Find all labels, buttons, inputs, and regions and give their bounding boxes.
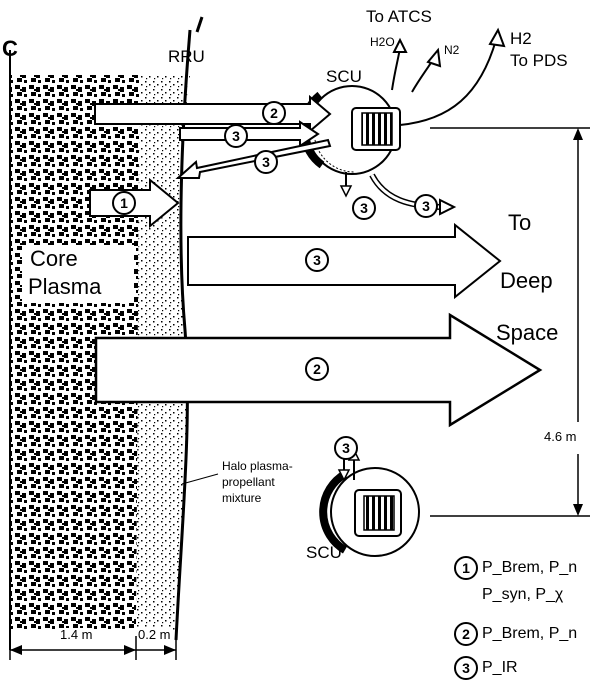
scu-down-arrowhead	[339, 185, 353, 198]
h2-arrowhead	[488, 27, 506, 48]
to-label: To	[508, 210, 532, 235]
dim-46-arrow-top	[573, 128, 583, 140]
legend-num-3: 3	[454, 656, 478, 680]
legend-item-1: 1 P_Brem, P_n	[454, 556, 577, 580]
dim-14-label: 1.4 m	[60, 627, 93, 642]
h2-label: H2	[510, 29, 532, 48]
halo-label-line2: propellant	[222, 475, 275, 489]
distance-46-label: 4.6 m	[544, 429, 577, 444]
dim-arrow-right	[164, 645, 176, 655]
to-atcs-label: To ATCS	[366, 7, 432, 26]
core-plasma-label-bg	[22, 245, 134, 303]
legend-text-3: P_IR	[482, 659, 518, 676]
halo-leader	[181, 473, 219, 485]
legend-text-2: P_Brem, P_n	[482, 625, 578, 642]
legend-item-1b: P_syn, P_χ	[482, 586, 563, 604]
legend-text-1a: P_Brem, P_n	[482, 559, 578, 576]
h2-pipe	[399, 39, 497, 126]
scu-bottom-down-arrowhead	[337, 469, 351, 482]
dim-arrow-left	[10, 645, 22, 655]
marker-3-bottom: 3	[334, 436, 358, 460]
deep-label: Deep	[500, 268, 553, 293]
to-pds-label: To PDS	[510, 51, 568, 70]
scu-top-label: SCU	[326, 67, 362, 86]
rru-tick	[195, 16, 204, 33]
halo-label-line3: mixture	[222, 491, 262, 505]
core-label-line1: Core	[30, 246, 78, 271]
marker-2-deep: 2	[305, 357, 329, 381]
scu-bottom-label: SCU	[306, 543, 342, 562]
n2-arrowhead	[426, 47, 442, 68]
marker-2-top: 2	[262, 101, 286, 125]
marker-3-out: 3	[254, 150, 278, 174]
dim-arrow-mid	[124, 645, 136, 655]
legend-num-2: 2	[454, 622, 478, 646]
dim-02-label: 0.2 m	[138, 627, 171, 642]
legend-text-1b: P_syn, P_χ	[482, 586, 564, 603]
marker-3-scu-down: 3	[352, 196, 376, 220]
arrow-3-in	[179, 120, 320, 148]
dim-46-arrow-bottom	[573, 504, 583, 516]
marker-3-in: 3	[224, 124, 248, 148]
halo-label-line1: Halo plasma-	[222, 459, 293, 473]
marker-3-deep: 3	[305, 248, 329, 272]
rru-label: RRU	[168, 47, 205, 66]
marker-1: 1	[112, 191, 136, 215]
scu-top	[299, 85, 401, 175]
h2o-pipe	[391, 47, 401, 91]
scu-bottom	[319, 467, 420, 557]
core-label-line2: Plasma	[28, 274, 102, 299]
legend-num-1: 1	[454, 556, 478, 580]
marker-3-scu-side: 3	[414, 194, 438, 218]
h2o-label: H2O	[370, 35, 395, 49]
space-label: Space	[496, 320, 559, 345]
arrow-3-deep-space	[187, 222, 502, 300]
centerline-label: C	[2, 36, 18, 61]
legend-item-3: 3 P_IR	[454, 656, 518, 680]
legend-item-2: 2 P_Brem, P_n	[454, 622, 577, 646]
n2-label: N2	[444, 43, 460, 57]
scu-ir-arrowhead	[439, 198, 457, 216]
h2o-arrowhead	[392, 37, 408, 53]
